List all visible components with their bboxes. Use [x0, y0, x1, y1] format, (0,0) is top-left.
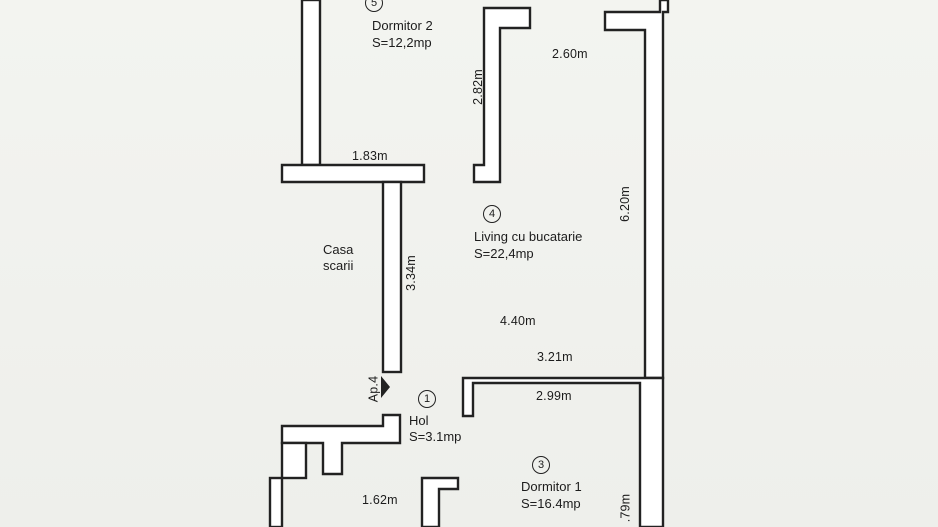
wall-dormitor2-left: [300, 0, 322, 167]
wall-partition-dormitor2-living: [472, 6, 532, 184]
entrance-arrow-icon: [381, 376, 390, 398]
dimension-2-82: 2.82m: [470, 69, 485, 105]
room-area-dormitor1: S=16.4mp: [521, 496, 581, 511]
wall-living-bottom: [461, 376, 665, 527]
wall-upper-corridor: [280, 163, 426, 184]
dimension-3-34: 3.34m: [403, 255, 418, 291]
dimension-2-60: 2.60m: [552, 47, 588, 61]
dimension-1-83: 1.83m: [352, 149, 388, 163]
dimension-1-62: 1.62m: [362, 493, 398, 507]
room-name-casa-scarii-line2: scarii: [323, 258, 354, 273]
wall-stair-vertical: [381, 180, 403, 374]
room-number-living: 4: [483, 205, 501, 223]
entrance-label: Ap.4: [366, 375, 381, 403]
room-area-dormitor2: S=12,2mp: [372, 35, 432, 50]
room-number-hol: 1: [418, 390, 436, 408]
room-name-living: Living cu bucatarie: [474, 229, 583, 244]
wall-hol-top: [280, 413, 402, 476]
dimension-0-79: .79m: [618, 493, 633, 523]
wall-left-bottom: [268, 476, 284, 527]
dimension-6-20: 6.20m: [617, 186, 632, 222]
dimension-4-40: 4.40m: [500, 314, 536, 328]
room-area-hol: S=3.1mp: [409, 429, 462, 444]
wall-dormitor1-left: [420, 476, 460, 527]
dimension-2-99: 2.99m: [536, 389, 572, 403]
room-name-dormitor1: Dormitor 1: [521, 479, 582, 494]
wall-closet: [280, 441, 308, 480]
room-name-hol: Hol: [409, 413, 429, 428]
room-name-casa-scarii-line1: Casa: [323, 242, 354, 257]
wall-living-right: [603, 0, 670, 380]
room-number-dormitor1: 3: [532, 456, 550, 474]
dimension-3-21: 3.21m: [537, 350, 573, 364]
room-area-living: S=22,4mp: [474, 246, 534, 261]
room-name-dormitor2: Dormitor 2: [372, 18, 433, 33]
